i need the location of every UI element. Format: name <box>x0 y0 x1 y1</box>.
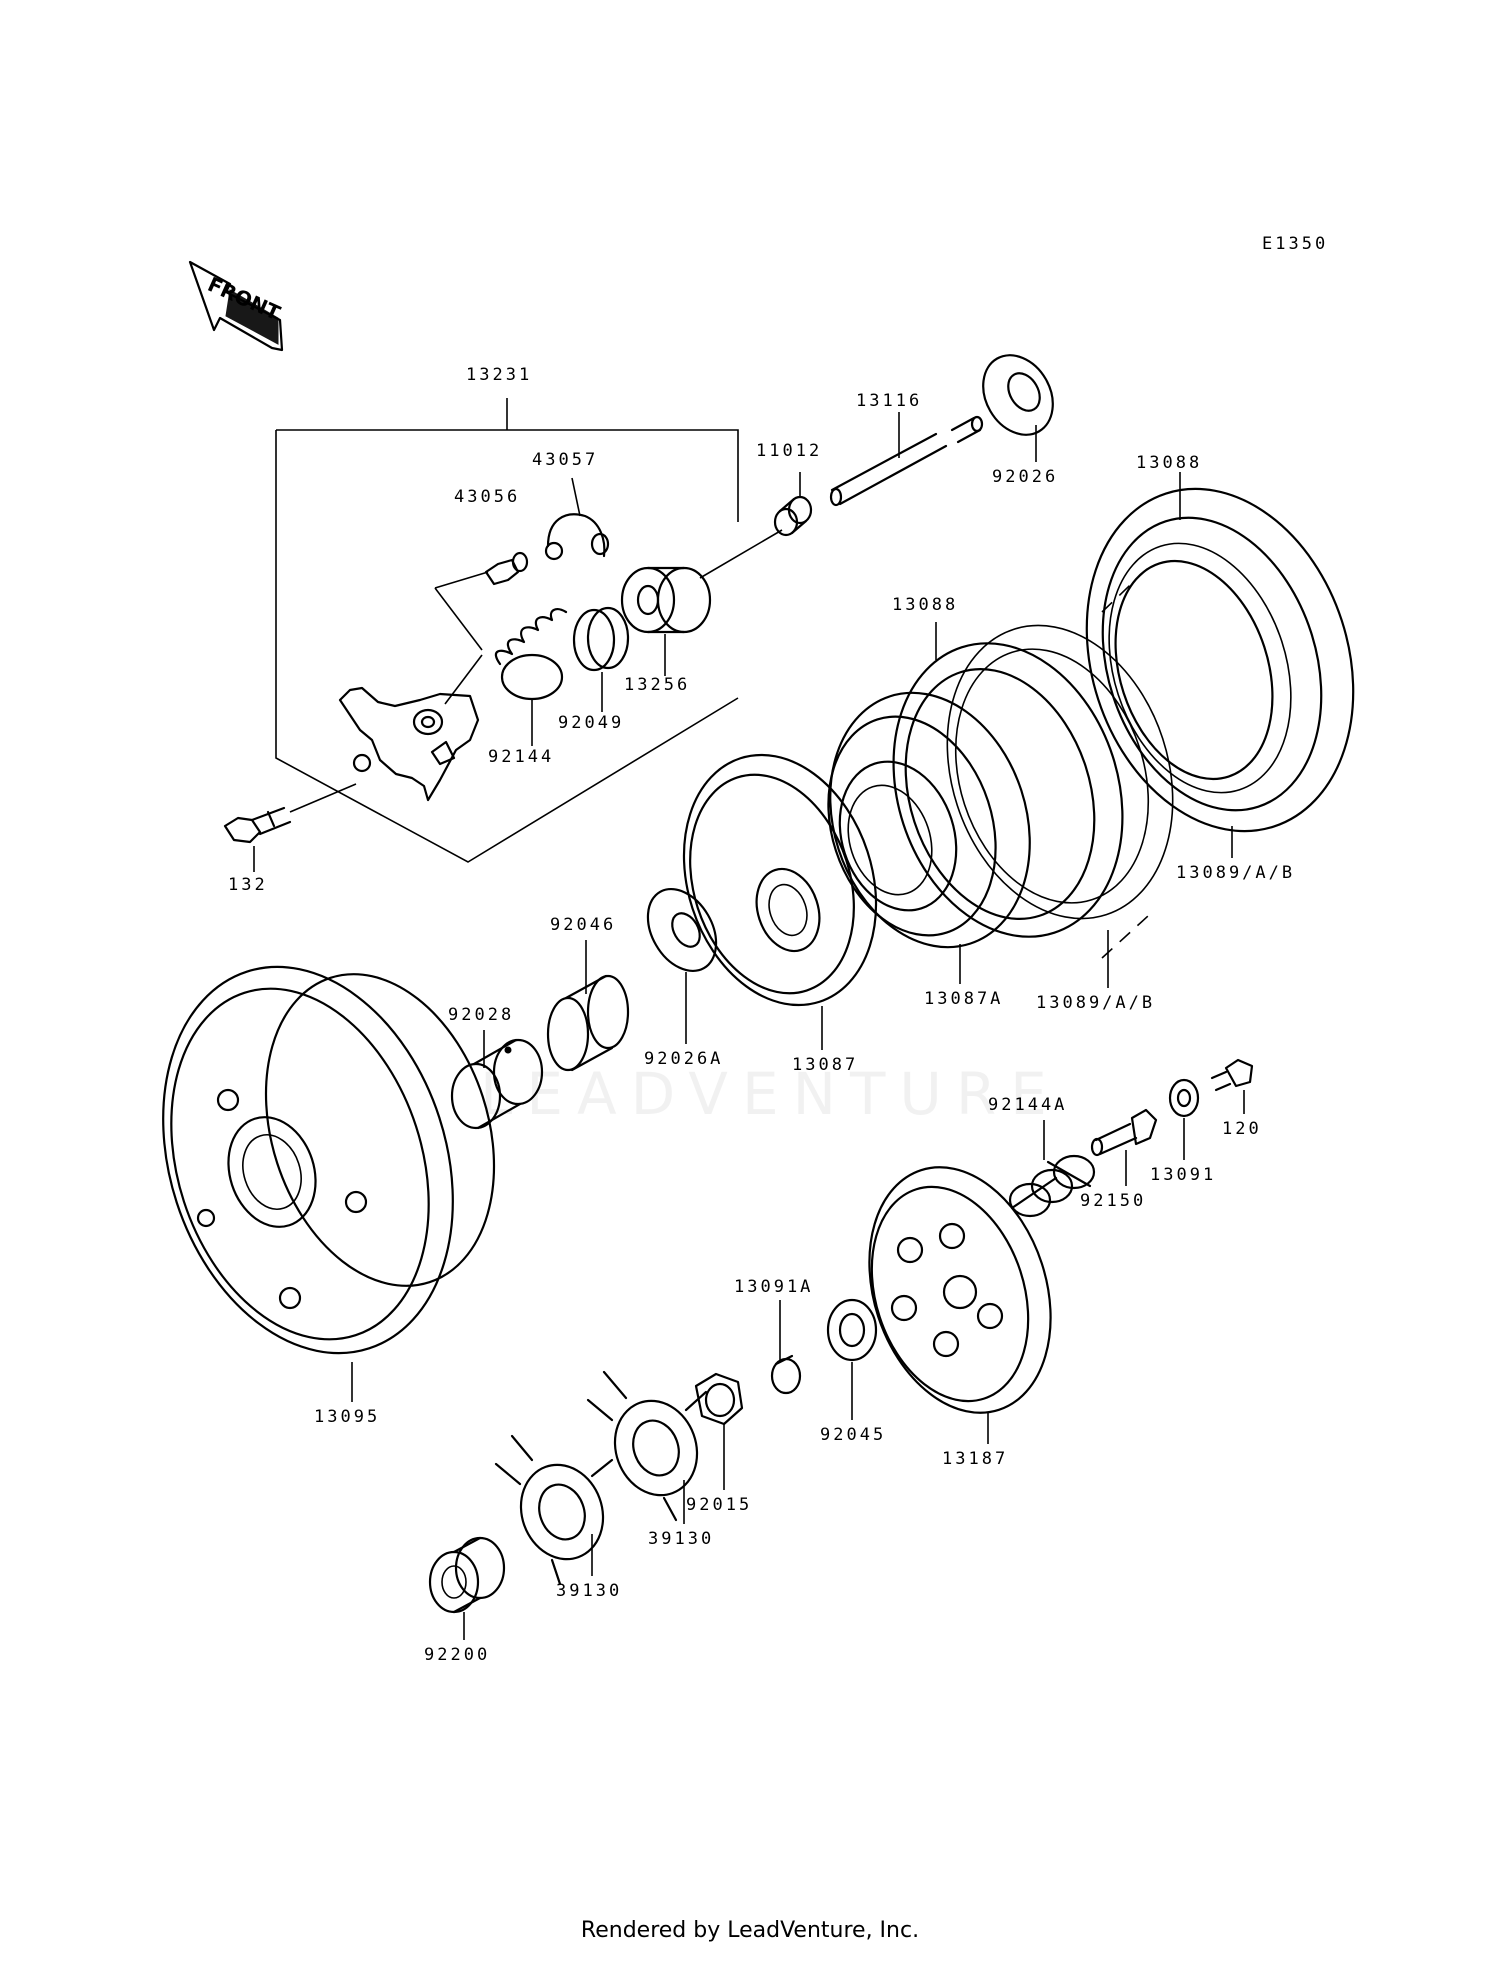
part-label[interactable]: 13087A <box>924 989 1003 1009</box>
oil-seal-92049 <box>572 606 630 712</box>
part-label[interactable]: 13187 <box>942 1449 1008 1469</box>
collar-92200 <box>428 1536 506 1640</box>
friction-plate-outer <box>1085 472 1355 858</box>
part-label[interactable]: 13091A <box>734 1277 813 1297</box>
part-label[interactable]: 92049 <box>558 713 624 733</box>
clutch-disc-13087 <box>682 753 878 1050</box>
alignment-line-top <box>1101 567 1149 613</box>
part-label[interactable]: 13089/A/B <box>1036 993 1155 1013</box>
part-label[interactable]: 13088 <box>892 595 958 615</box>
part-label[interactable]: 39130 <box>648 1529 714 1549</box>
release-lever <box>338 571 489 802</box>
part-label[interactable]: 92028 <box>448 1005 514 1025</box>
release-assembly-bracket <box>275 398 739 863</box>
watermark: LEADVENTURE <box>480 1060 1061 1128</box>
part-label[interactable]: 13087 <box>792 1055 858 1075</box>
part-label[interactable]: 13095 <box>314 1407 380 1427</box>
part-labels: 13231 43057 43056 92144 92049 13256 132 … <box>228 365 1295 1665</box>
collar-92028 <box>450 1030 544 1130</box>
retaining-clip <box>544 477 610 561</box>
part-label[interactable]: 92026 <box>992 467 1058 487</box>
spring-holder-13091 <box>1168 1078 1200 1160</box>
part-label[interactable]: 92045 <box>820 1425 886 1445</box>
part-label[interactable]: 13116 <box>856 391 922 411</box>
push-rod-13116 <box>829 412 984 507</box>
bolt-92150 <box>1090 1108 1158 1186</box>
bushing-11012 <box>773 472 813 537</box>
part-label[interactable]: 43057 <box>532 450 598 470</box>
part-label[interactable]: 92026A <box>644 1049 723 1069</box>
friction-plate-inner <box>892 622 1174 988</box>
part-label[interactable]: 13091 <box>1150 1165 1216 1185</box>
alignment-line-bottom <box>1101 915 1149 959</box>
part-label[interactable]: 13231 <box>466 365 532 385</box>
part-label[interactable]: 92144 <box>488 747 554 767</box>
washer-92026A <box>646 887 718 1044</box>
clutch-housing-13095 <box>162 965 496 1402</box>
clutch-hub-13087A <box>827 691 1031 984</box>
bolt-132 <box>223 783 357 872</box>
part-label[interactable]: 43056 <box>454 487 520 507</box>
part-label[interactable]: 13089/A/B <box>1176 863 1295 883</box>
part-label[interactable]: 92046 <box>550 915 616 935</box>
front-arrow-icon: FRONT <box>188 260 284 352</box>
sleeve-92046 <box>546 940 630 1072</box>
part-label[interactable]: 39130 <box>556 1581 622 1601</box>
part-label[interactable]: 11012 <box>756 441 822 461</box>
bolt-120 <box>1210 1058 1254 1114</box>
diagram-code: E1350 <box>1262 234 1328 254</box>
part-label[interactable]: 92150 <box>1080 1191 1146 1211</box>
nut-92015 <box>694 1372 744 1490</box>
washer-92026 <box>982 354 1054 462</box>
lock-washer-39130-upper <box>586 1370 708 1524</box>
pressure-plate-13187 <box>868 1166 1052 1444</box>
part-label[interactable]: 92015 <box>686 1495 752 1515</box>
bleeder-nipple <box>484 551 529 586</box>
bearing-13256 <box>620 529 783 676</box>
part-label[interactable]: 132 <box>228 875 268 895</box>
spring-92144A <box>1008 1120 1096 1218</box>
part-label[interactable]: 13088 <box>1136 453 1202 473</box>
cap-13091A <box>770 1300 802 1395</box>
footer-credit: Rendered by LeadVenture, Inc. <box>580 1918 920 1943</box>
part-label[interactable]: 13256 <box>624 675 690 695</box>
part-label[interactable]: 92144A <box>988 1095 1067 1115</box>
bearing-92045 <box>826 1298 878 1420</box>
spring-92144 <box>494 608 568 746</box>
part-label[interactable]: 92200 <box>424 1645 490 1665</box>
lock-washer-39130-lower <box>494 1434 614 1586</box>
part-label[interactable]: 120 <box>1222 1119 1262 1139</box>
